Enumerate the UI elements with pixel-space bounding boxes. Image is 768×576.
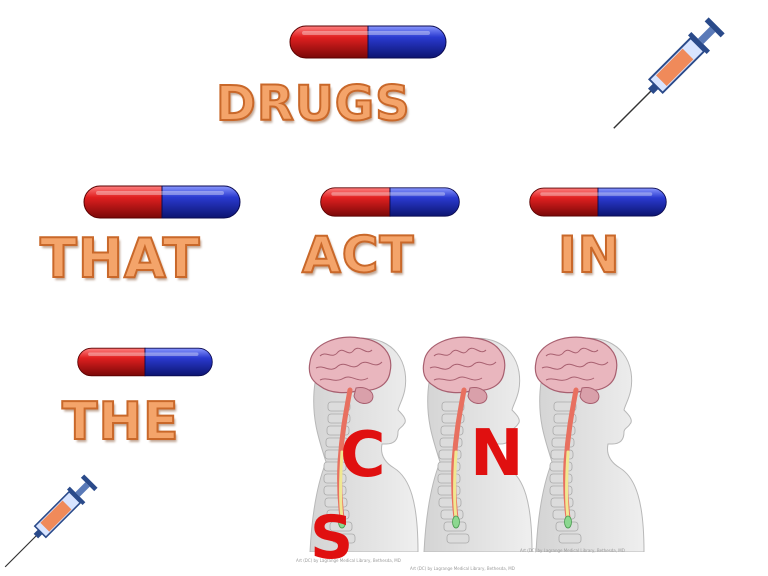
word-that: THAT [39, 227, 201, 290]
syringe-icon-top-right [606, 0, 746, 132]
figure-caption-2: Art (DC) by Lagrange Medical Library, Be… [410, 566, 515, 571]
figure-caption-1: Art (DC) by Lagrange Medical Library, Be… [296, 558, 401, 563]
capsule-icon-top [288, 24, 448, 60]
figure-caption-3: Art (DC) by Lagrange Medical Library, Be… [520, 548, 625, 553]
word-act: ACT [301, 226, 415, 284]
word-in: IN [557, 226, 621, 284]
capsule-icon-the [76, 346, 214, 378]
capsule-icon-in [528, 186, 668, 218]
cns-letter-c: C [340, 418, 386, 491]
syringe-icon-bottom-left [2, 454, 112, 576]
cns-letter-n: N [470, 417, 524, 491]
word-drugs: DRUGS [215, 76, 411, 132]
capsule-icon-act [312, 186, 468, 218]
cns-letter-s: S [310, 503, 354, 573]
brain-spine-figure-3 [516, 332, 646, 552]
word-the: THE [61, 392, 180, 452]
capsule-icon-that [78, 184, 246, 220]
